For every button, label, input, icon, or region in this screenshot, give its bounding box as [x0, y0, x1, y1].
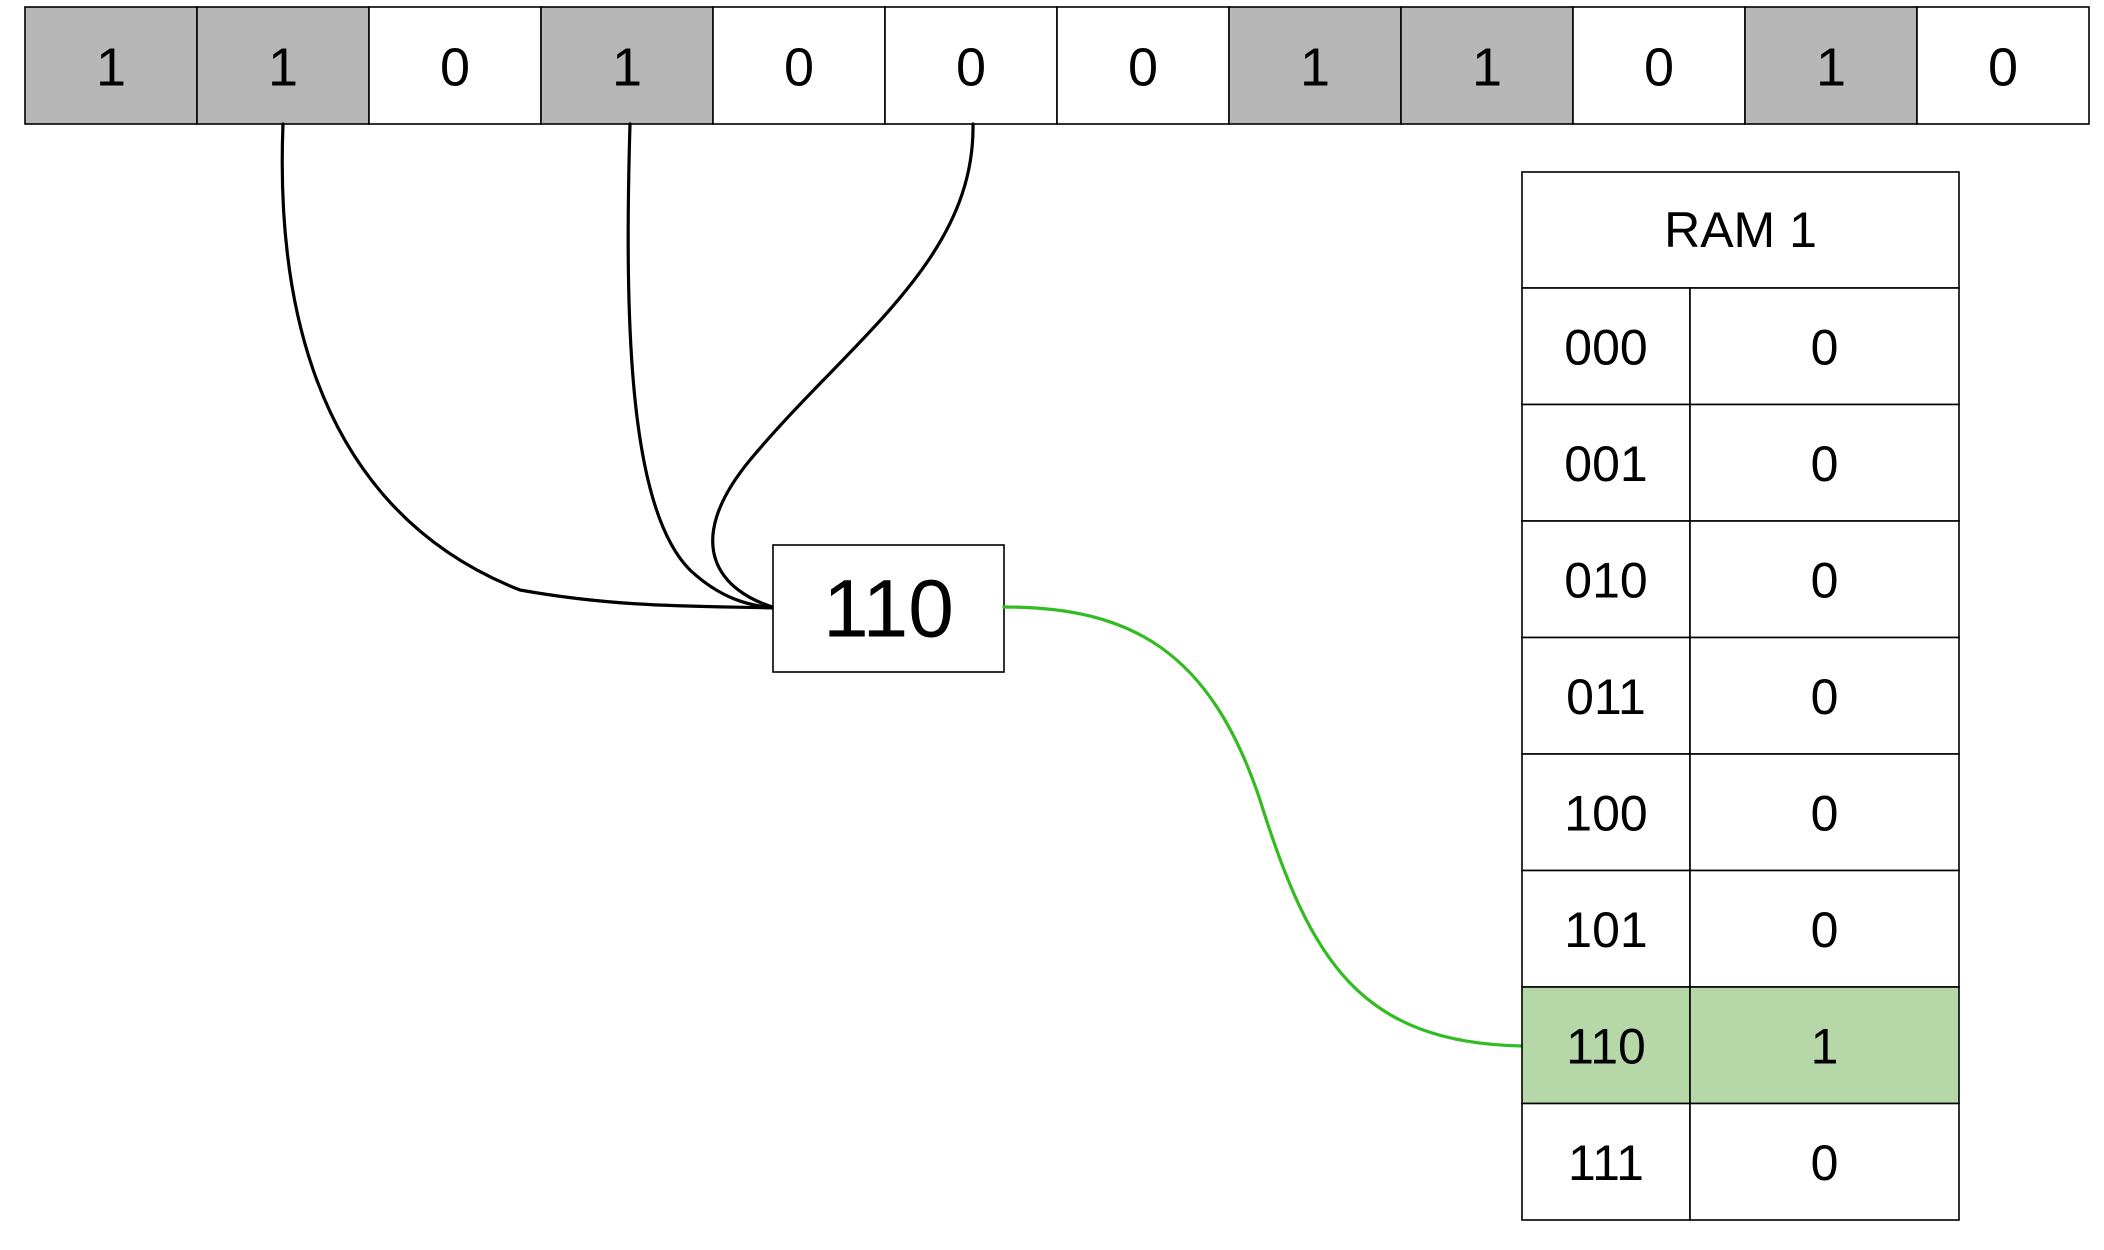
address-value: 110: [823, 564, 954, 655]
bit-value: 1: [96, 38, 126, 98]
active-wire-to-ram-row: [1002, 605, 1524, 1048]
ram-value-cell: [1689, 986, 1960, 1105]
ram-value: 0: [1811, 436, 1839, 492]
ram-row: 111 0: [1521, 1102, 1960, 1221]
ram-row: 010 0: [1521, 520, 1960, 639]
bit-cell: 1: [1744, 6, 1918, 125]
ram-value-cell: [1689, 520, 1960, 639]
ram-value-cell: [1689, 1102, 1960, 1221]
bit-value: 0: [1988, 38, 2018, 98]
ram-address-cell: [1521, 1102, 1691, 1221]
ram-address: 010: [1564, 552, 1647, 608]
ram-value: 0: [1811, 785, 1839, 841]
bit-cell: 0: [712, 6, 886, 125]
bit-value: 1: [1472, 38, 1502, 98]
ram-address-cell: [1521, 869, 1691, 988]
ram-title-cell: [1521, 171, 1960, 289]
bit-cell: 0: [1572, 6, 1746, 125]
ram-address: 011: [1566, 669, 1646, 725]
bit-value: 0: [784, 38, 814, 98]
wire-from-bit-5: [711, 122, 975, 610]
ram-value-cell: [1689, 287, 1960, 406]
bit-cell-frame: [1228, 6, 1402, 125]
bit-value: 1: [268, 38, 298, 98]
bit-cell: 0: [884, 6, 1058, 125]
ram-row: 101 0: [1521, 869, 1960, 988]
bit-cell: 1: [540, 6, 714, 125]
bit-value: 0: [956, 38, 986, 98]
bit-cell: 1: [1400, 6, 1574, 125]
ram-row-highlighted: 110 1: [1521, 986, 1960, 1105]
bit-cell: 0: [1916, 6, 2090, 125]
ram-address: 110: [1566, 1018, 1646, 1074]
bit-cell: 1: [24, 6, 198, 125]
ram-address: 001: [1564, 436, 1647, 492]
bit-cell-frame: [712, 6, 886, 125]
ram-value: 0: [1811, 669, 1839, 725]
bit-value: 0: [440, 38, 470, 98]
ram-value: 0: [1811, 1135, 1839, 1191]
bit-cell-frame: [24, 6, 198, 125]
address-box: 110: [772, 544, 1005, 673]
ram-value: 0: [1811, 552, 1839, 608]
ram-address-cell: [1521, 753, 1691, 872]
bit-cell: 1: [196, 6, 370, 125]
wire-from-bit-3: [626, 122, 778, 610]
bit-value: 1: [612, 38, 642, 98]
bit-cell-frame: [540, 6, 714, 125]
ram-value-cell: [1689, 753, 1960, 872]
ram-row: 100 0: [1521, 753, 1960, 872]
bit-cell-frame: [196, 6, 370, 125]
ram-address-cell: [1521, 636, 1691, 755]
bit-cell-frame: [884, 6, 1058, 125]
ram-value-cell: [1689, 636, 1960, 755]
bit-value: 0: [1644, 38, 1674, 98]
ram-address: 000: [1564, 319, 1647, 375]
ram-address-cell: [1521, 986, 1691, 1105]
ram-address: 101: [1564, 902, 1647, 958]
bit-register: 1 1 0 1 0 0 0 1 1 0 1 0: [24, 6, 2090, 125]
bit-value: 0: [1128, 38, 1158, 98]
bit-cell-frame: [368, 6, 542, 125]
bit-cell-frame: [1916, 6, 2090, 125]
bit-cell-frame: [1400, 6, 1574, 125]
ram-row: 011 0: [1521, 636, 1960, 755]
bit-cell: 0: [1056, 6, 1230, 125]
bit-cell-frame: [1572, 6, 1746, 125]
ram-value: 0: [1811, 902, 1839, 958]
ram-address-cell: [1521, 287, 1691, 406]
bit-cell: 0: [368, 6, 542, 125]
bit-cell-frame: [1056, 6, 1230, 125]
ram-value: 1: [1811, 1018, 1839, 1074]
bit-cell: 1: [1228, 6, 1402, 125]
ram-value: 0: [1811, 319, 1839, 375]
wire-from-bit-1: [280, 122, 778, 610]
ram-address-cell: [1521, 403, 1691, 522]
ram-address-cell: [1521, 520, 1691, 639]
wire-group: [280, 122, 975, 610]
ram-value-cell: [1689, 403, 1960, 522]
ram-address: 100: [1564, 785, 1647, 841]
ram-title: RAM 1: [1664, 202, 1817, 258]
ram-value-cell: [1689, 869, 1960, 988]
bit-value: 1: [1816, 38, 1846, 98]
ram-address: 111: [1568, 1135, 1644, 1191]
ram-row: 001 0: [1521, 403, 1960, 522]
address-box-frame: [772, 544, 1005, 673]
bit-value: 1: [1300, 38, 1330, 98]
